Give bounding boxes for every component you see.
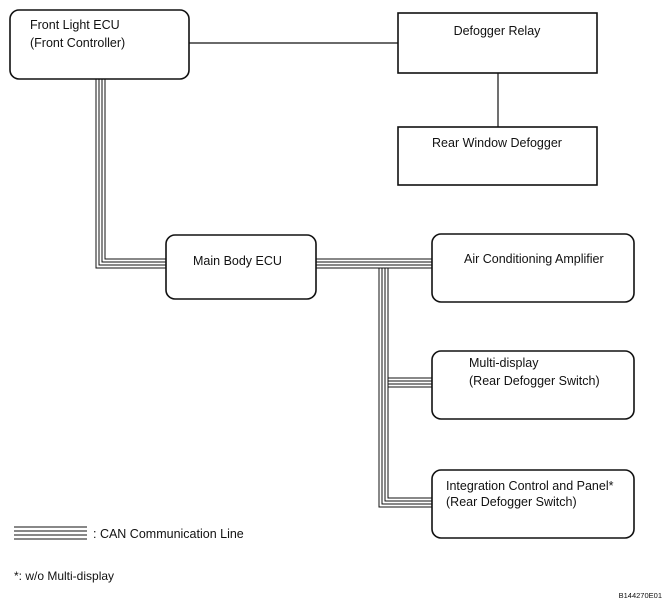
legend: : CAN Communication Line <box>14 526 244 541</box>
figure-code: B144270E01 <box>619 591 662 600</box>
main-body-ecu-label: Main Body ECU <box>193 254 282 268</box>
integration-control-panel-label: Integration Control and Panel* <box>446 479 614 493</box>
multi-display-label: Multi-display <box>469 356 539 370</box>
node-integration-control-panel: Integration Control and Panel* (Rear Def… <box>431 469 635 539</box>
multi-display-sublabel: (Rear Defogger Switch) <box>469 374 600 388</box>
footnote: *: w/o Multi-display <box>14 569 114 583</box>
node-rear-window-defogger: Rear Window Defogger <box>397 126 598 186</box>
rear-window-defogger-label: Rear Window Defogger <box>432 136 562 150</box>
air-conditioning-amplifier-label: Air Conditioning Amplifier <box>464 252 604 266</box>
node-main-body-ecu: Main Body ECU <box>165 234 317 300</box>
integration-control-panel-sublabel: (Rear Defogger Switch) <box>446 495 577 509</box>
front-light-ecu-sublabel: (Front Controller) <box>30 36 125 50</box>
node-air-conditioning-amplifier: Air Conditioning Amplifier <box>431 233 635 303</box>
can-line-branch-multi-display <box>388 377 432 388</box>
can-line-front-to-main <box>95 79 166 269</box>
defogger-relay-label: Defogger Relay <box>454 24 542 38</box>
legend-can-line-label: : CAN Communication Line <box>93 527 244 541</box>
can-line-trunk <box>378 268 432 508</box>
node-front-light-ecu: Front Light ECU (Front Controller) <box>9 9 190 80</box>
node-defogger-relay: Defogger Relay <box>397 12 598 74</box>
legend-can-line-sample <box>14 526 87 540</box>
node-multi-display: Multi-display (Rear Defogger Switch) <box>431 350 635 420</box>
front-light-ecu-label: Front Light ECU <box>30 18 120 32</box>
can-line-main-to-aircon <box>316 258 432 269</box>
